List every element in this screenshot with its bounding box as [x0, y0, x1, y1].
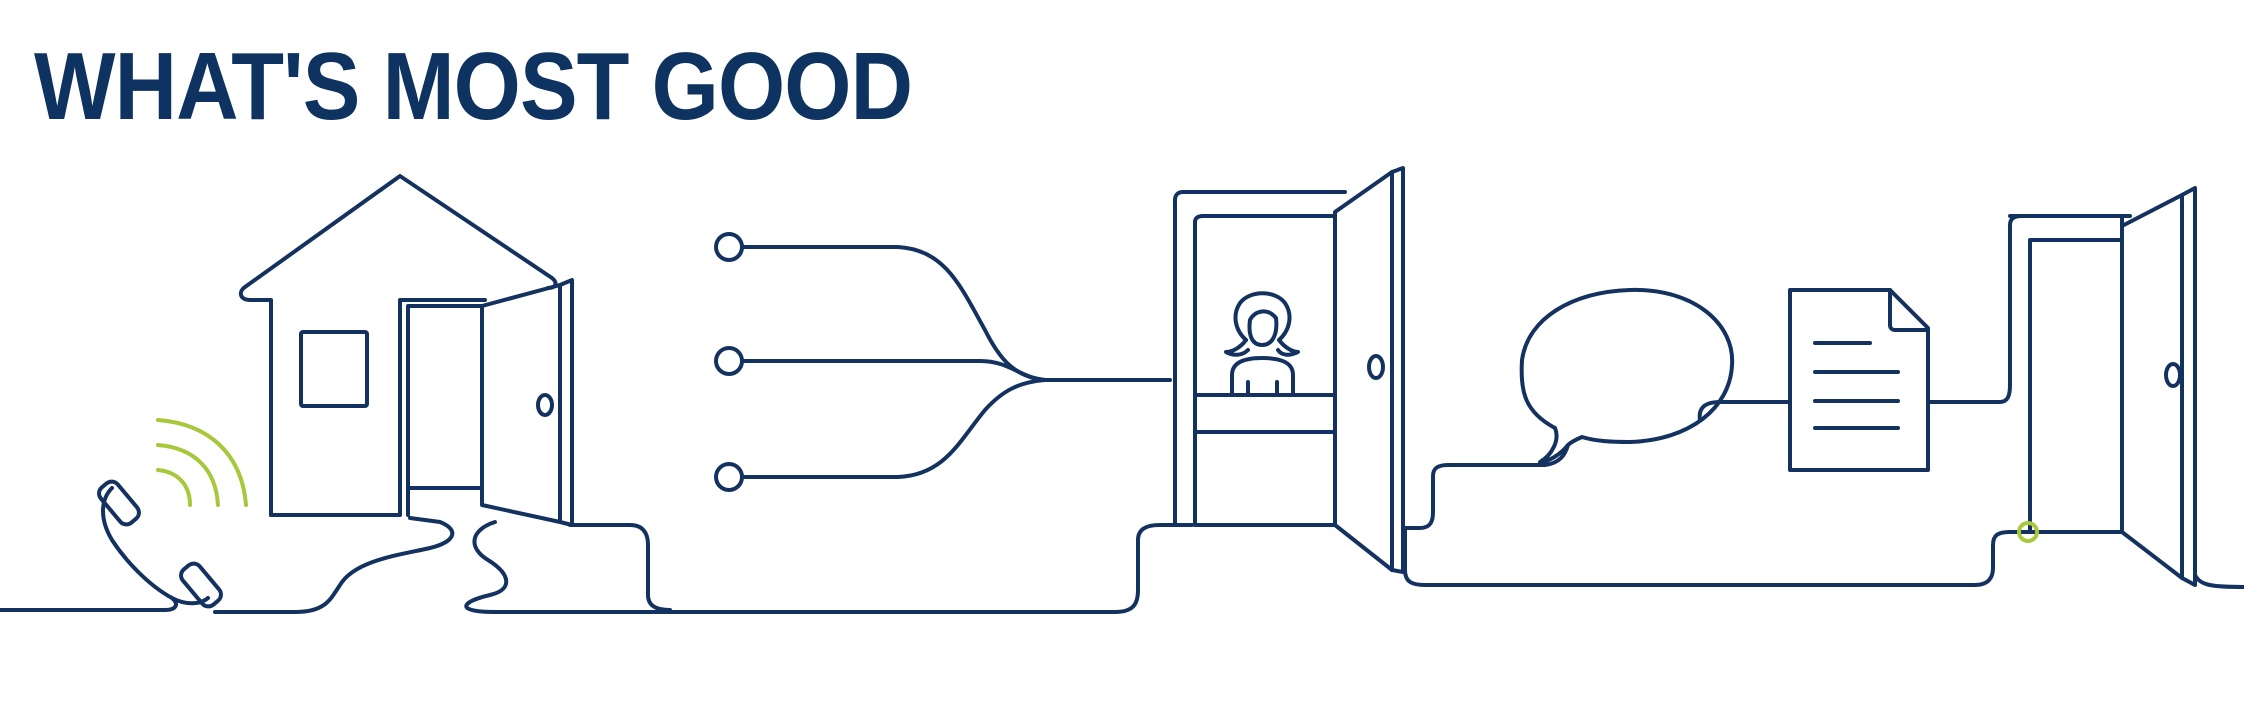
- accent-node: [2017, 521, 2039, 543]
- exit-door-icon: [1333, 166, 1405, 574]
- journey-line: [0, 516, 1194, 614]
- journey-line-mid: [568, 523, 672, 612]
- journey-line-doc: [1697, 214, 2132, 422]
- final-door-icon: [2008, 186, 2197, 587]
- ringing-waves-icon: [156, 418, 248, 507]
- phone-icon: [97, 479, 223, 609]
- document-icon: [1788, 288, 1930, 472]
- open-door-icon: [480, 278, 574, 527]
- house-window: [299, 330, 369, 408]
- headline: WHAT'S MOST GOOD: [34, 33, 913, 140]
- journey-line-bubble: [1403, 443, 1570, 530]
- option-nodes-icon: [714, 232, 1172, 492]
- journey-line-right: [1403, 526, 2244, 589]
- house-icon: [238, 174, 558, 517]
- speech-bubble-icon: [1519, 287, 1735, 464]
- receptionist-icon: [1173, 190, 1347, 527]
